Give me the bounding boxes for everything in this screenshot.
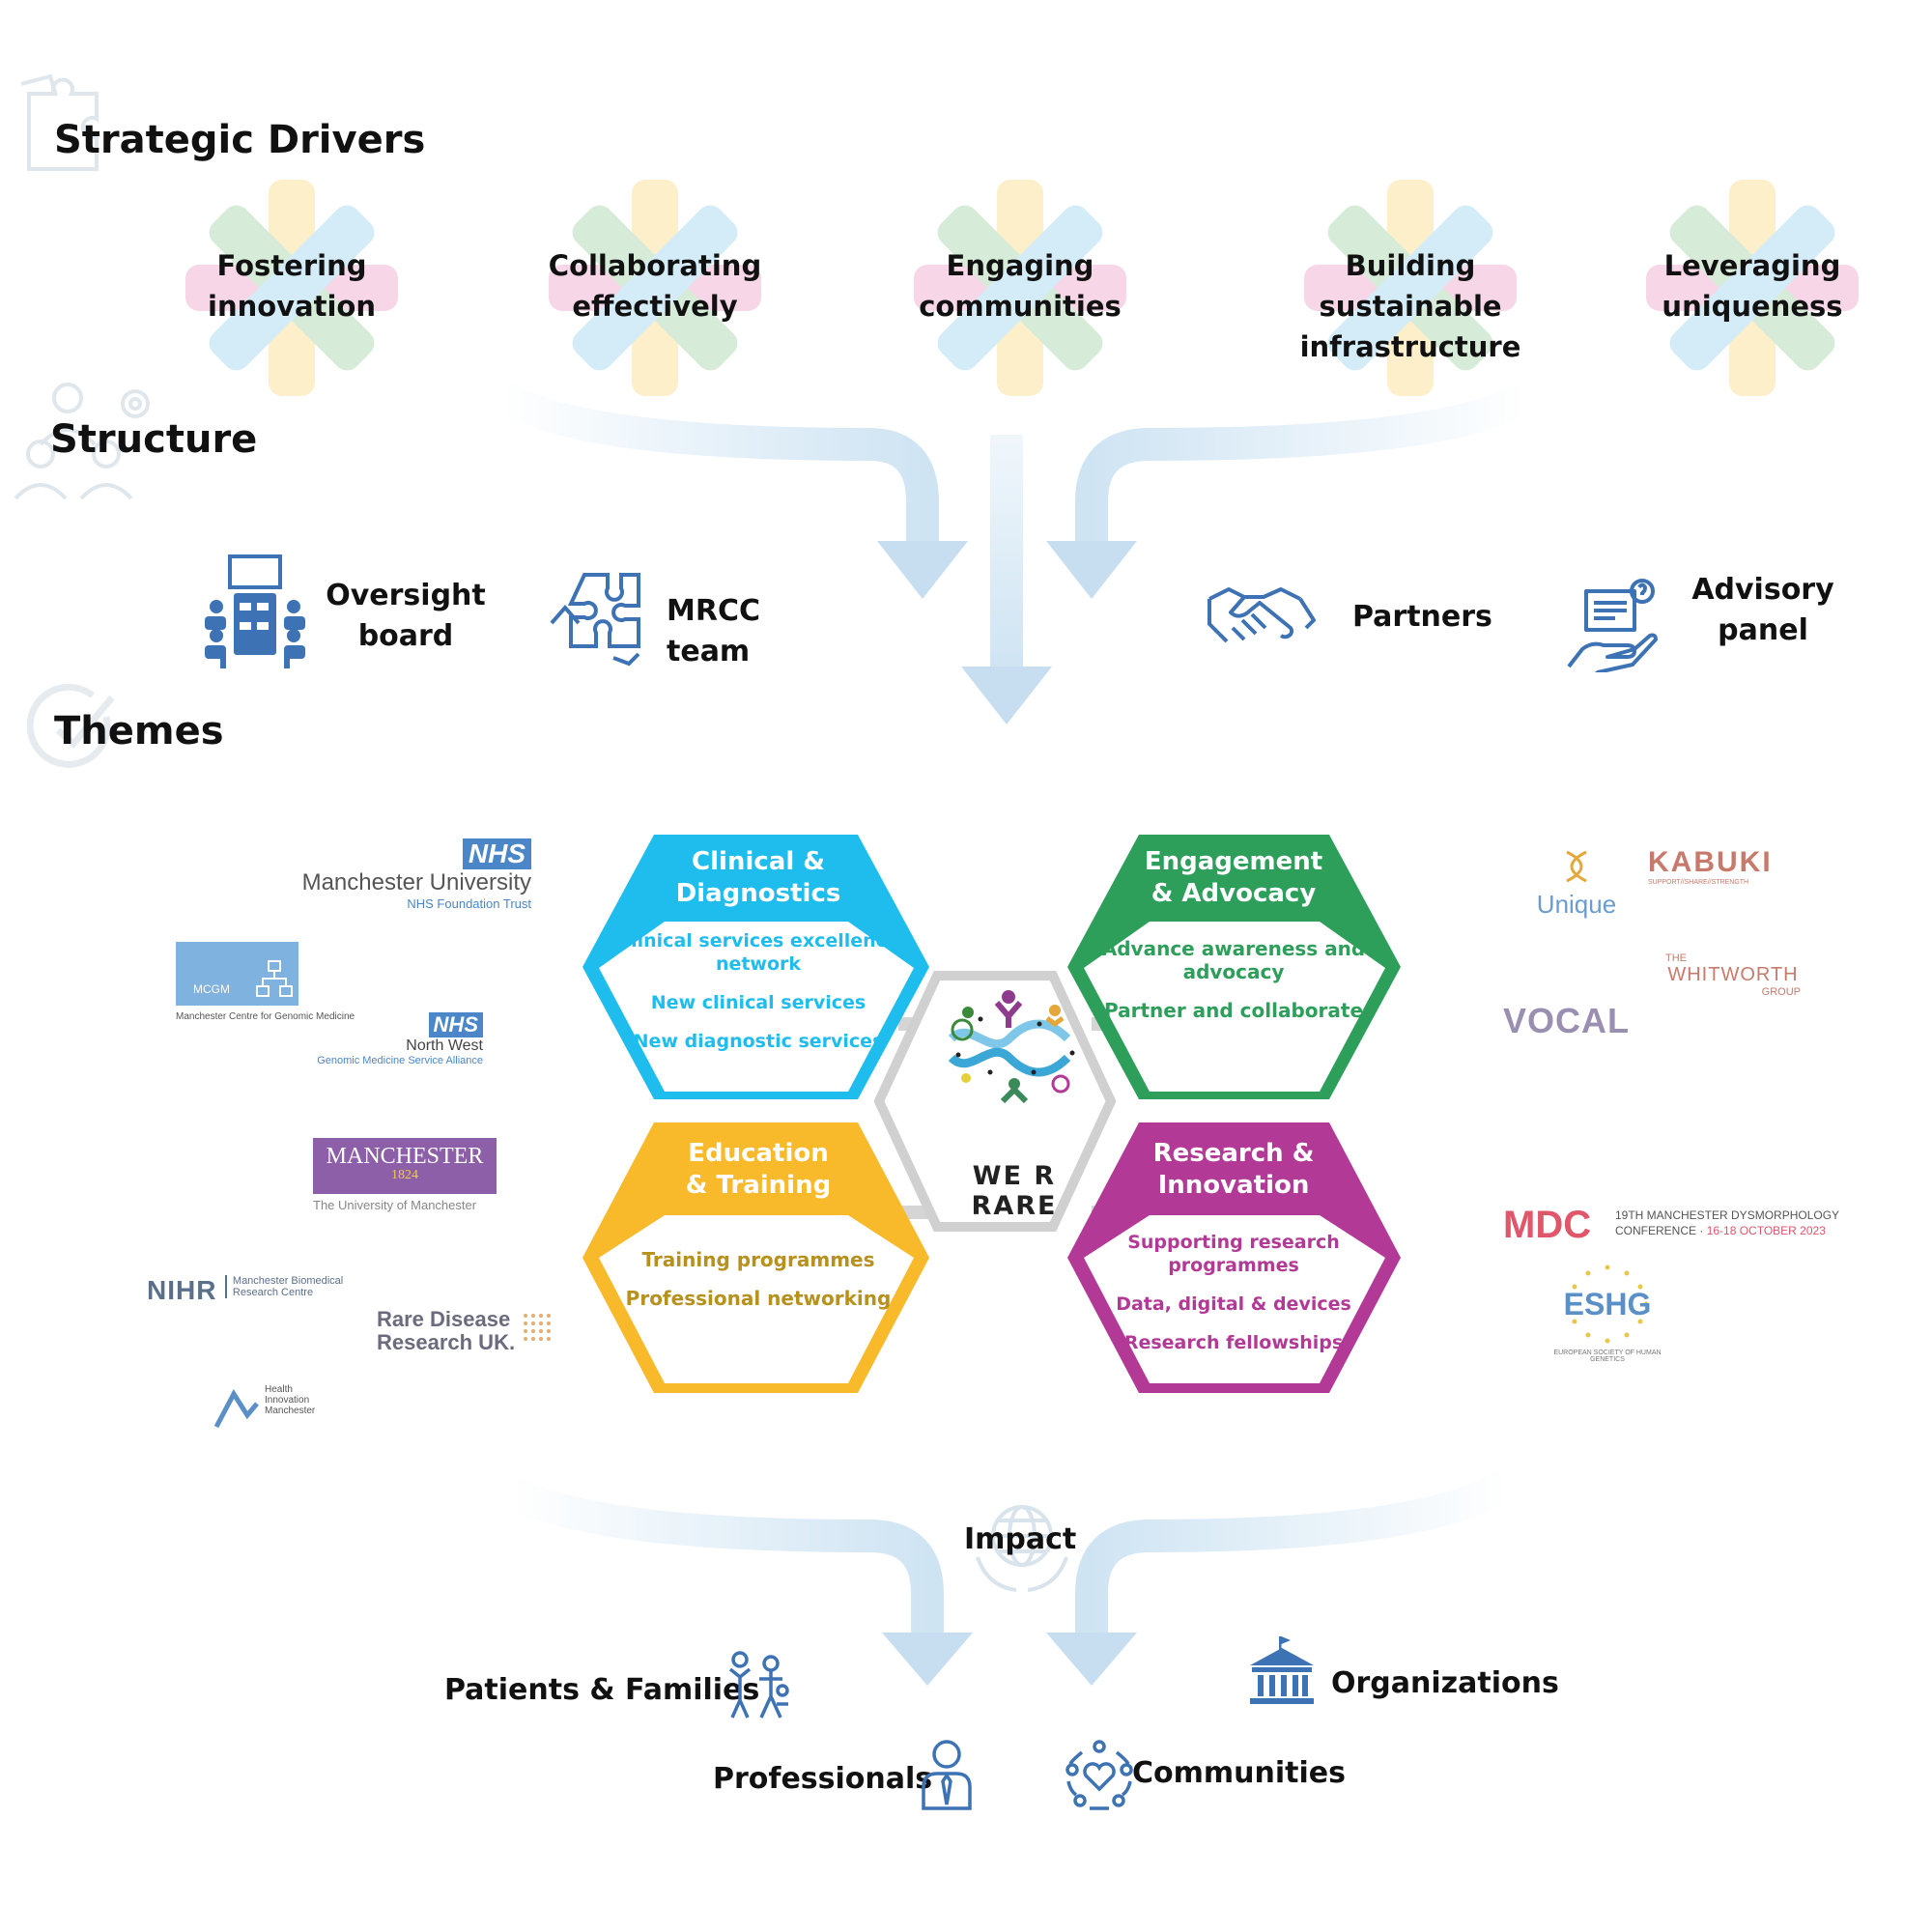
theme-hexagon-grid <box>582 835 1401 1393</box>
hex-clinical-shape <box>582 835 929 1099</box>
we-r-rare-logo-art <box>948 990 1075 1104</box>
arrow-top-left <box>494 382 968 599</box>
logo-vocal: VOCAL <box>1503 1001 1630 1040</box>
ribbon-cross-icon <box>549 180 761 396</box>
impact-label-professionals: Professionals <box>713 1762 933 1796</box>
check-circle-icon <box>27 683 115 768</box>
ribbon-cross-icon <box>1304 180 1517 396</box>
hex-clinical-diagnostics[interactable]: Clinical &Diagnostics Clinical services … <box>589 833 927 1103</box>
theme-item: Partner and collaborate <box>1103 999 1364 1022</box>
boardroom-icon <box>205 554 305 668</box>
impact-label-communities: Communities <box>1132 1756 1346 1790</box>
theme-item: Data, digital & devices <box>1116 1293 1351 1315</box>
theme-item: Advance awareness and advocacy <box>1101 937 1366 983</box>
eu-stars-icon <box>1566 1264 1649 1344</box>
arrow-bottom-left <box>504 1477 973 1686</box>
community-heart-icon <box>1065 1740 1133 1810</box>
globe-hands-icon <box>976 1505 1068 1592</box>
hex-education-shape <box>582 1122 929 1393</box>
hex-education-title: Education& Training <box>685 1139 832 1200</box>
dot-grid-icon <box>524 1314 551 1341</box>
advice-document-icon <box>1567 579 1658 672</box>
building-institution-icon <box>1250 1636 1314 1704</box>
arrow-center-down <box>961 435 1052 724</box>
hex-research-shape <box>1067 1122 1401 1393</box>
theme-item: Training programmes <box>641 1248 875 1271</box>
logo-mcgm: MCGM Manchester Centre for Genomic Medic… <box>176 942 398 1022</box>
theme-item: Research fellowships <box>1123 1332 1344 1353</box>
logo-university-of-manchester: MANCHESTER 1824 The University of Manche… <box>313 1138 497 1212</box>
section-title-impact: Impact <box>964 1522 1077 1556</box>
theme-item: New clinical services <box>650 992 867 1013</box>
structure-label-advisory-panel: Advisory panel <box>1691 573 1834 647</box>
logo-unique: Unique <box>1519 850 1634 920</box>
theme-item: Supporting research programmes <box>1127 1232 1340 1276</box>
center-hexagon <box>873 971 1117 1232</box>
logo-kabuki: KABUKI SUPPORT//SHARE//STRENGTH <box>1648 846 1773 886</box>
health-innovation-mark-icon <box>213 1389 259 1429</box>
section-title-structure: Structure <box>50 417 258 462</box>
hex-engagement-shape <box>1067 835 1401 1099</box>
center-logo-text: WE R RARE <box>971 1161 1058 1221</box>
impact-label-organizations: Organizations <box>1331 1666 1559 1700</box>
puzzle-icon <box>20 73 99 171</box>
logo-eshg: ESHG EUROPEAN SOCIETY OF HUMAN GENETICS <box>1540 1264 1675 1363</box>
hex-engagement-advocacy[interactable]: Engagement& Advocacy Advance awareness a… <box>1065 833 1403 1103</box>
section-title-strategic-drivers: Strategic Drivers <box>54 118 426 162</box>
structure-label-oversight-board: Oversight board <box>326 579 486 653</box>
hex-research-title: Research &Innovation <box>1152 1139 1315 1200</box>
section-title-themes: Themes <box>54 709 224 753</box>
ribbon-cross-icon <box>914 180 1126 396</box>
logo-rare-disease-research-uk: Rare Disease Research UK. <box>377 1308 560 1354</box>
team-gear-icon <box>14 383 150 500</box>
ribbon-cross-icon <box>185 180 398 396</box>
nhs-badge: NHS <box>462 838 531 869</box>
family-icon <box>728 1651 789 1719</box>
dna-helix-icon <box>1566 850 1587 883</box>
logo-whitworth-group: THE WHITWORTH GROUP <box>1665 952 1801 998</box>
logo-mdc-conference: MDC 19TH MANCHESTER DYSMORPHOLOGY CONFER… <box>1503 1204 1840 1246</box>
theme-item: New diagnostic services <box>633 1031 884 1052</box>
theme-item: Professional networking <box>625 1287 892 1310</box>
puzzle-team-icon <box>550 573 640 667</box>
logo-manchester-university-nhs: NHS Manchester University NHS Foundation… <box>301 838 531 911</box>
handshake-icon <box>1208 587 1316 643</box>
hex-clinical-title: Clinical &Diagnostics <box>675 847 841 908</box>
structure-label-partners: Partners <box>1352 600 1492 634</box>
professional-person-icon <box>922 1740 972 1810</box>
arrow-bottom-right <box>1046 1468 1517 1686</box>
theme-item: Clinical services excellence network <box>617 930 899 975</box>
logo-north-west-gmsa: NHS North West Genomic Medicine Service … <box>317 1012 483 1066</box>
structure-label-mrcc-team: MRCC team <box>667 594 760 668</box>
ribbon-cross-icon <box>1646 180 1859 396</box>
impact-label-patients-families: Patients & Families <box>444 1673 760 1707</box>
hex-engagement-title: Engagement& Advocacy <box>1144 847 1323 908</box>
arrow-top-right <box>1046 382 1535 599</box>
hex-research-innovation[interactable]: Research &Innovation Supporting research… <box>1065 1122 1403 1398</box>
mcgm-box: MCGM <box>176 942 298 1006</box>
